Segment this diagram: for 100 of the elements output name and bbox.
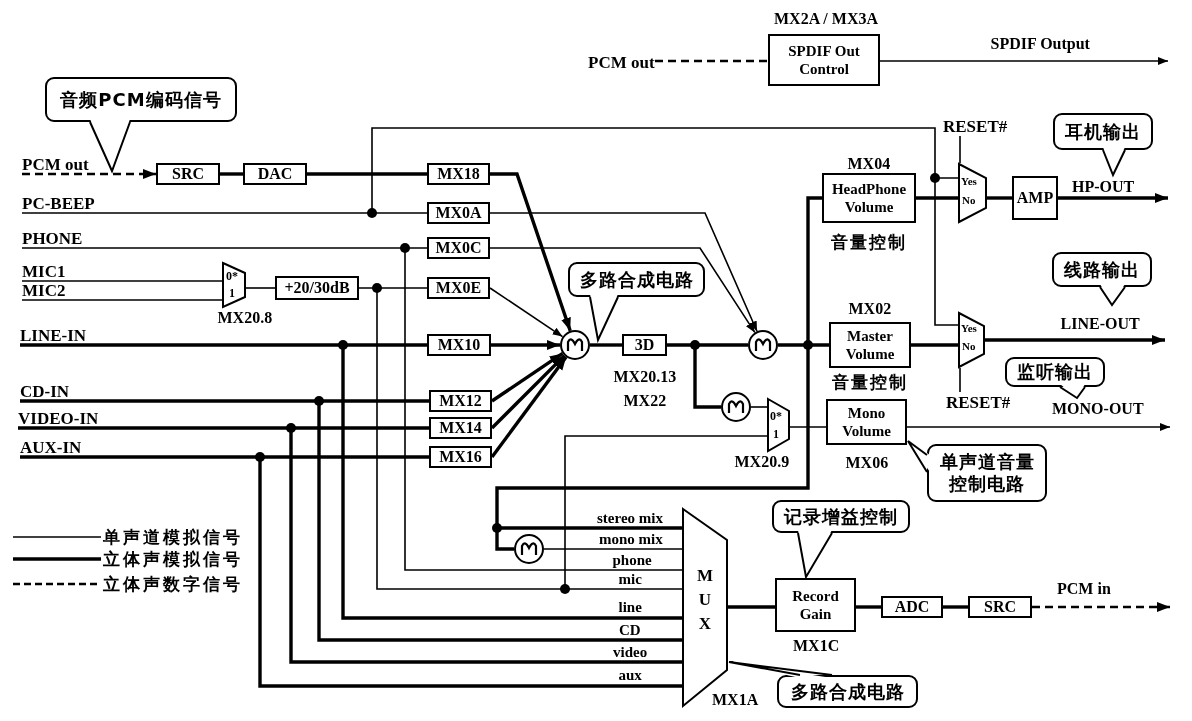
signal-label: MIC2 — [22, 283, 66, 300]
block-box: SPDIF Out Control — [768, 34, 880, 86]
arrow — [1032, 602, 1170, 612]
connector-line — [959, 135, 961, 164]
signal-label: PHONE — [22, 228, 83, 248]
arrow — [491, 340, 560, 350]
input-label: phone — [612, 552, 652, 568]
switch-symbol: 0* 1 — [222, 262, 246, 308]
switch-symbol: Yes No — [958, 312, 985, 368]
switch-symbol: Yes No — [958, 163, 987, 223]
arrow — [489, 247, 756, 334]
connector-line — [943, 605, 968, 609]
block-box: Master Volume — [829, 322, 911, 368]
arrow — [491, 352, 564, 403]
signal-label: MIC1 — [22, 262, 66, 281]
output-label: LINE-OUT — [1060, 316, 1140, 332]
connector-line — [916, 196, 958, 200]
mixer-symbol — [748, 330, 778, 360]
register-label: MX22 — [623, 391, 667, 409]
arrow — [906, 423, 1171, 431]
arrow — [489, 212, 758, 333]
block-box: ADC — [881, 596, 943, 618]
block-box: DAC — [243, 163, 307, 185]
signal-label: PCM out — [588, 50, 655, 72]
legend-text: 单声道模拟信号 — [103, 527, 243, 547]
connector-line — [245, 287, 276, 289]
connector-line — [18, 343, 684, 620]
register-label: MX04 — [847, 154, 891, 172]
caption-text: 音量控制 — [832, 373, 908, 391]
connector-line — [358, 287, 768, 590]
block-box: MX18 — [427, 163, 490, 185]
arrow — [985, 335, 1165, 345]
connector-line — [987, 196, 1012, 200]
block-box: HeadPhone Volume — [822, 173, 916, 223]
register-label: MX1A — [712, 690, 759, 708]
block-box: MX10 — [427, 334, 491, 356]
callout-bubble: 记录增益控制 — [772, 500, 910, 578]
arrow — [879, 57, 1169, 65]
input-label: CD — [619, 622, 641, 638]
block-box: Mono Volume — [826, 399, 907, 445]
arrow — [490, 172, 572, 332]
mixer-symbol — [560, 330, 590, 360]
register-label: MX20.8 — [217, 308, 273, 326]
block-box: MX0E — [427, 277, 490, 299]
arrow — [1058, 193, 1168, 203]
connector-line — [728, 605, 775, 609]
block-box: MX14 — [429, 417, 492, 439]
input-label: stereo mix — [597, 510, 663, 526]
register-label: MX20.13 — [613, 367, 677, 385]
mixer-symbol — [721, 392, 751, 422]
connector-line — [18, 455, 684, 688]
register-label: MX2A / MX3A — [774, 9, 878, 27]
connector-line — [911, 343, 958, 347]
register-label: MX1C — [793, 636, 840, 654]
connector-line — [16, 426, 684, 664]
input-label: mono mix — [599, 531, 663, 547]
block-box: MX12 — [429, 390, 492, 412]
connector-line — [21, 127, 959, 326]
connector-line — [543, 548, 683, 550]
connector-line — [307, 172, 427, 176]
legend-text: 立体声模拟信号 — [103, 549, 243, 569]
signal-label: CD-IN — [20, 380, 70, 401]
signal-label: VIDEO-IN — [18, 407, 99, 428]
connector-line — [856, 605, 881, 609]
block-box: SRC — [968, 596, 1032, 618]
connector-line — [655, 59, 768, 63]
legend-text: 立体声数字信号 — [103, 574, 243, 594]
connector-line — [21, 280, 223, 282]
connector-line — [18, 399, 684, 642]
output-label: PCM in — [1057, 581, 1111, 597]
connector-line — [21, 299, 223, 301]
input-label: mic — [618, 571, 642, 587]
mixer-symbol — [514, 534, 544, 564]
arrow — [22, 169, 156, 179]
block-box: MX16 — [429, 446, 492, 468]
connector-line — [21, 247, 683, 571]
block-box: AMP — [1012, 176, 1058, 220]
connector-line — [750, 406, 768, 408]
block-box: MX0A — [427, 202, 490, 224]
register-label: MX02 — [848, 299, 892, 317]
connector-line — [590, 343, 622, 347]
block-box: 3D — [622, 334, 667, 356]
input-label: video — [613, 644, 648, 660]
register-label: MX06 — [845, 453, 889, 471]
signal-label: AUX-IN — [20, 436, 82, 457]
input-label: line — [618, 599, 642, 615]
connector-line — [789, 426, 827, 428]
signal-label: PCM out — [22, 152, 89, 174]
arrow — [489, 287, 564, 338]
caption-text: 音量控制 — [831, 233, 907, 251]
block-box: MX0C — [427, 237, 490, 259]
connector-line — [220, 172, 243, 176]
signal-label: RESET# — [943, 116, 1008, 136]
output-label: MONO-OUT — [1052, 401, 1144, 417]
connector-line — [495, 196, 831, 551]
register-label: MX20.9 — [734, 452, 790, 470]
connector-line — [959, 367, 961, 393]
signal-label: PC-BEEP — [22, 192, 95, 213]
block-box: SRC — [156, 163, 220, 185]
signal-label: LINE-IN — [20, 322, 87, 345]
